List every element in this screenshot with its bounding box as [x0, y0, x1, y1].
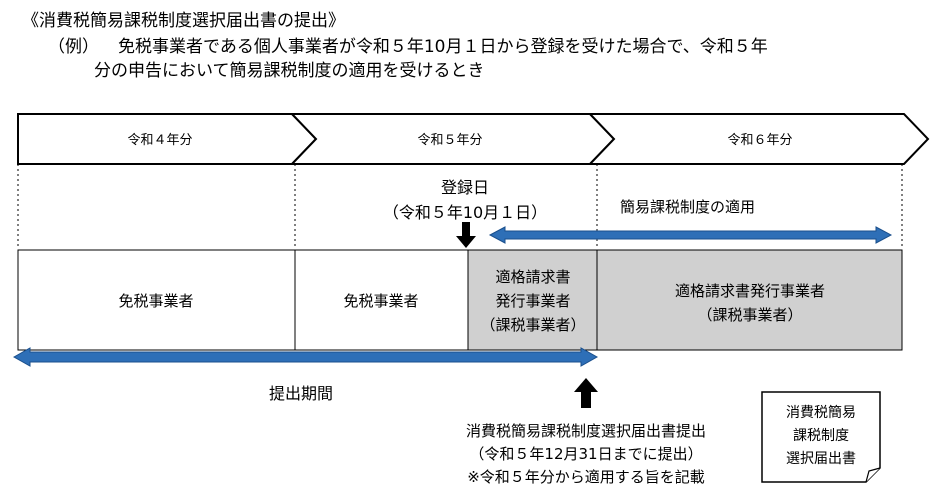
year-label-r5: 令和５年分	[417, 133, 482, 148]
registration-down-arrow	[456, 222, 476, 248]
status-issuer-r6-line2: （課税事業者）	[697, 306, 802, 324]
registration-date: （令和５年10月１日）	[383, 203, 547, 222]
filing-period-arrow	[12, 347, 599, 367]
status-issuer-r5-line2: 発行事業者	[495, 292, 570, 310]
registration-label: 登録日	[441, 178, 489, 197]
year-label-r4: 令和４年分	[127, 133, 192, 148]
status-exempt-r5-text: 免税事業者	[343, 292, 418, 310]
status-box-exempt-r4	[17, 249, 296, 351]
status-exempt-r4-text: 免税事業者	[118, 292, 193, 310]
submission-note-line3: ※令和５年分から適用する旨を記載	[467, 468, 705, 486]
status-issuer-r5-line3: （課税事業者）	[480, 316, 585, 334]
submission-note-line1: 消費税簡易課税制度選択届出書提出	[466, 422, 706, 440]
document-line2: 課税制度	[793, 428, 849, 444]
submission-note-line2: （令和５年12月31日までに提出）	[469, 445, 702, 463]
status-issuer-r6-line1: 適格請求書発行事業者	[675, 282, 825, 300]
simplified-taxation-label: 簡易課税制度の適用	[620, 198, 755, 216]
example-description-line2: 分の申告において簡易課税制度の適用を受けるとき	[94, 61, 485, 81]
year-chevron-r6	[587, 113, 930, 165]
year-label-r6: 令和６年分	[727, 133, 792, 148]
example-label: （例）	[48, 37, 99, 57]
example-description-line1: 免税事業者である個人事業者が令和５年10月１日から登録を受けた場合で、令和５年	[118, 37, 768, 57]
page-title: 《消費税簡易課税制度選択届出書の提出》	[22, 11, 345, 31]
status-box-exempt-r5	[294, 249, 469, 351]
document-icon	[761, 391, 881, 483]
status-box-issuer-r6	[596, 249, 903, 351]
document-line1: 消費税簡易	[786, 405, 856, 421]
document-line3: 選択届出書	[786, 451, 856, 467]
simplified-taxation-arrow	[488, 226, 893, 244]
status-box-issuer-r5	[467, 249, 598, 351]
submission-up-arrow	[574, 378, 598, 408]
status-issuer-r5-line1: 適格請求書	[495, 268, 570, 286]
filing-period-label: 提出期間	[269, 384, 333, 403]
